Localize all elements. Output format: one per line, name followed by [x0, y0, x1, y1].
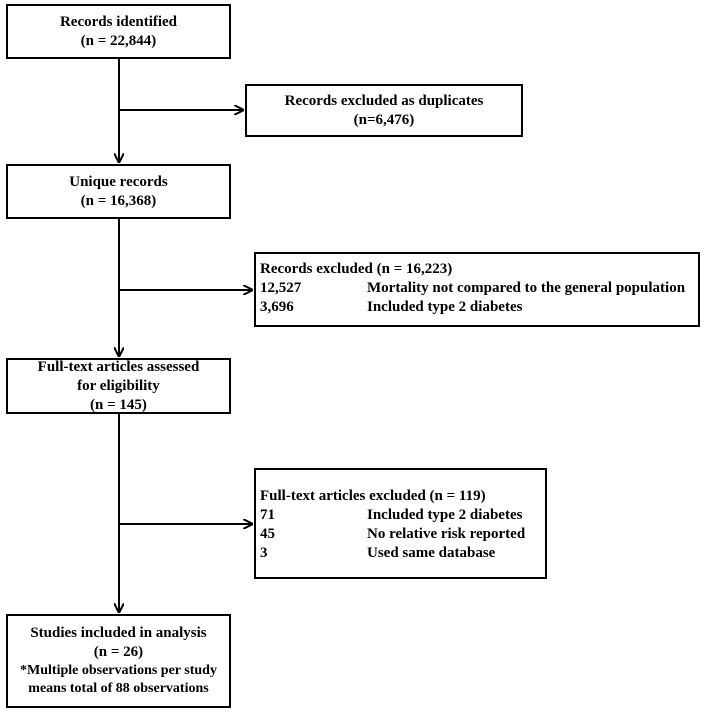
fulltext-assessed-line2: for eligibility	[77, 377, 160, 394]
duplicates-excluded-box: Records excluded as duplicates (n=6,476)	[245, 84, 523, 137]
fulltext-excluded-reason: Used same database	[367, 545, 496, 561]
fulltext-excluded-num: 45	[260, 526, 275, 542]
records-identified-title: Records identified	[59, 13, 178, 30]
fulltext-excluded-row: 71 Included type 2 diabetes	[260, 506, 545, 525]
fulltext-assessed-box: Full-text articles assessed for eligibil…	[6, 358, 231, 414]
records-excluded-num: 12,527	[260, 280, 302, 296]
records-excluded-reason: Mortality not compared to the general po…	[367, 280, 686, 296]
fulltext-excluded-reason: No relative risk reported	[367, 526, 526, 542]
fulltext-excluded-num: 71	[260, 507, 275, 523]
records-excluded-reason: Included type 2 diabetes	[367, 299, 523, 315]
records-identified-box: Records identified (n = 22,844)	[6, 4, 231, 59]
fulltext-excluded-num: 3	[260, 545, 268, 561]
records-excluded-title: Records excluded (n = 16,223)	[260, 261, 453, 277]
fulltext-excluded-row: 45 No relative risk reported	[260, 525, 545, 544]
unique-records-count: (n = 16,368)	[80, 192, 157, 209]
records-excluded-box: Records excluded (n = 16,223) 12,527 Mor…	[254, 252, 700, 327]
unique-records-box: Unique records (n = 16,368)	[6, 164, 231, 219]
studies-included-box: Studies included in analysis (n = 26) *M…	[6, 614, 231, 708]
duplicates-excluded-count: (n=6,476)	[353, 111, 415, 128]
duplicates-excluded-title: Records excluded as duplicates	[284, 92, 484, 109]
studies-included-title: Studies included in analysis	[30, 625, 207, 641]
records-excluded-row: 12,527 Mortality not compared to the gen…	[260, 279, 698, 298]
fulltext-assessed-count: (n = 145)	[90, 396, 147, 413]
records-excluded-row: 3,696 Included type 2 diabetes	[260, 298, 698, 317]
studies-included-note-line1: *Multiple observations per study	[20, 663, 217, 678]
fulltext-assessed-line1: Full-text articles assessed	[37, 358, 200, 375]
records-identified-count: (n = 22,844)	[80, 32, 157, 49]
fulltext-excluded-row: 3 Used same database	[260, 544, 545, 563]
fulltext-excluded-title: Full-text articles excluded (n = 119)	[260, 488, 486, 504]
fulltext-excluded-reason: Included type 2 diabetes	[367, 507, 523, 523]
records-excluded-num: 3,696	[260, 299, 294, 315]
studies-included-count: (n = 26)	[93, 644, 144, 660]
studies-included-note-line2: means total of 88 observations	[28, 681, 209, 696]
fulltext-excluded-box: Full-text articles excluded (n = 119) 71…	[254, 468, 547, 579]
unique-records-title: Unique records	[69, 173, 168, 190]
